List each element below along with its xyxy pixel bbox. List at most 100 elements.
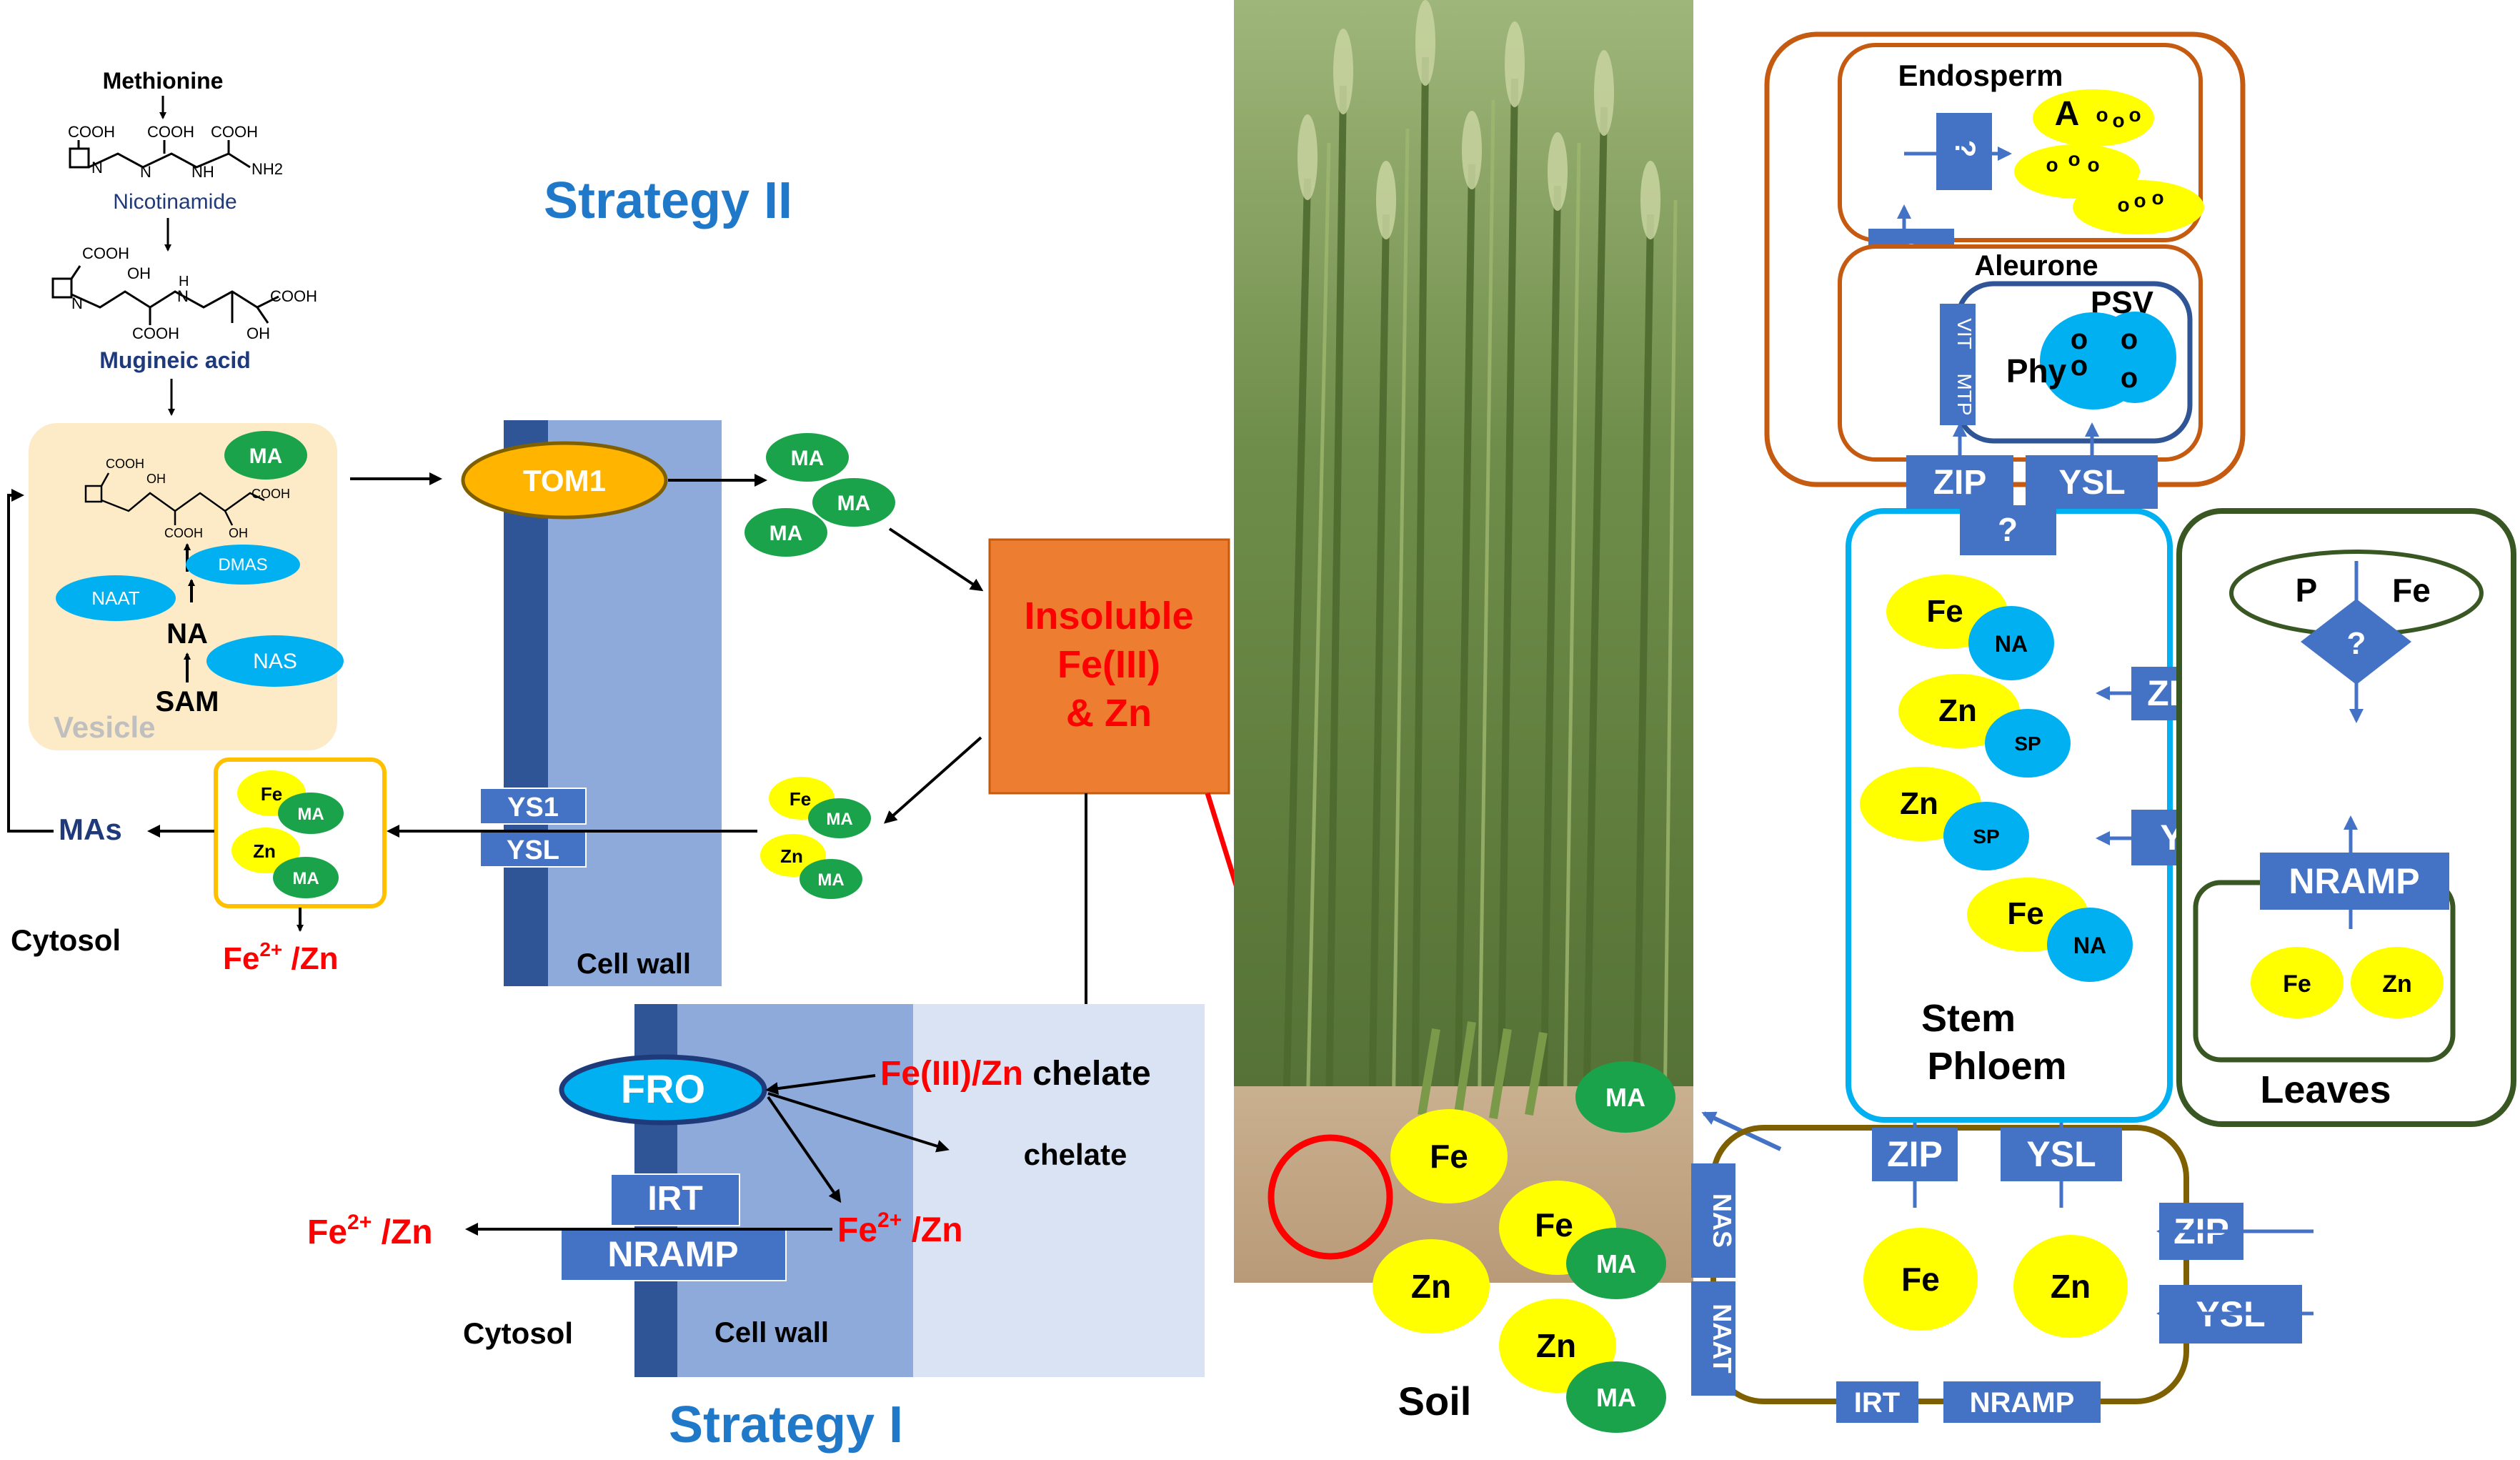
question-transporter-leaves[interactable]	[2301, 599, 2411, 685]
naat-label-root: NAAT	[1708, 1303, 1737, 1373]
vit-transporter[interactable]	[1940, 304, 1976, 364]
cytosol-label-s1: Cytosol	[463, 1316, 573, 1350]
zip-transporter-root[interactable]	[1872, 1128, 1958, 1181]
p-label: P	[2296, 572, 2318, 609]
fe-label: Fe	[1430, 1138, 1468, 1175]
oh-label: OH	[246, 324, 270, 342]
phytate-globoid	[2093, 312, 2176, 403]
ma-label: MA	[249, 445, 283, 468]
nramp-transporter-root[interactable]	[1943, 1381, 2101, 1423]
naat-enzyme-root[interactable]	[1691, 1281, 1735, 1396]
phy-label: Phy	[2006, 352, 2067, 389]
o-label: o	[2133, 189, 2146, 212]
o-label: o	[2071, 350, 2088, 382]
apoplast-s1	[913, 1004, 1205, 1377]
question-label-phloem: ?	[1998, 511, 2018, 548]
mas-label: MAs	[59, 813, 122, 846]
o-label: o	[2121, 324, 2138, 355]
zn-ion	[1373, 1239, 1490, 1334]
irt-label-root: IRT	[1854, 1387, 1900, 1419]
insoluble-line2: Fe(III)	[1057, 643, 1160, 686]
ma-molecule	[766, 433, 849, 482]
fro-label: FRO	[621, 1066, 705, 1111]
strategy-ii-title: Strategy II	[544, 172, 792, 229]
chelate-label-full: Fe(III)/Zn chelate	[880, 1055, 1151, 1093]
starch-granule	[2073, 180, 2204, 234]
na-label: NA	[1995, 631, 2028, 657]
zip-transporter-grain[interactable]	[1906, 455, 2013, 509]
ma-molecule	[1566, 1361, 1666, 1433]
insoluble-line1: Insoluble	[1024, 595, 1193, 637]
o-label: o	[2071, 324, 2088, 355]
o-label: o	[2087, 154, 2099, 176]
ma-label: MA	[791, 447, 825, 470]
arrow-insoluble-to-complex	[884, 736, 982, 824]
oh-label: OH	[146, 472, 166, 486]
vit-label: VIT	[1953, 318, 1976, 349]
nh2-label: NH2	[251, 160, 283, 178]
ma-molecule	[278, 793, 344, 834]
wheat-field-photo	[1234, 0, 1693, 1283]
ys1-label: YS1	[507, 793, 559, 823]
ma-label: MA	[817, 870, 844, 890]
fe-label: Fe	[790, 788, 811, 810]
ys1-transporter[interactable]	[479, 788, 587, 825]
strategy-i-title: Strategy I	[669, 1396, 903, 1454]
mtp-transporter[interactable]	[1940, 364, 1976, 425]
starch-granule	[2033, 89, 2154, 147]
zn-label: Zn	[253, 840, 276, 862]
question-transporter-phloem[interactable]	[1960, 505, 2056, 555]
cooh-label: COOH	[147, 123, 194, 141]
ma-label: MA	[837, 492, 871, 515]
ma-label: MA	[1596, 1249, 1636, 1278]
nramp-transporter-leaves[interactable]	[2260, 853, 2449, 910]
fe2-zn-label-s1-out: Fe2+ /Zn	[307, 1211, 433, 1251]
sam-label: SAM	[156, 686, 219, 717]
n-label: N	[71, 294, 83, 312]
irt-transporter[interactable]	[610, 1173, 740, 1226]
fe-ion	[1390, 1109, 1508, 1203]
nramp-label-leaves: NRAMP	[2289, 861, 2419, 901]
n-label: N	[177, 287, 189, 305]
phloem-label: Phloem	[1927, 1045, 2066, 1088]
oh-label: OH	[127, 264, 151, 282]
sp-label: SP	[2014, 733, 2041, 755]
soil-label: Soil	[1398, 1379, 1472, 1424]
arrow-mas-recycle	[7, 489, 54, 833]
mtp-label: MTP	[1953, 373, 1976, 415]
nicotinamide-label: Nicotinamide	[113, 190, 236, 214]
methionine-label: Methionine	[103, 68, 224, 94]
nas-enzyme-root[interactable]	[1691, 1163, 1735, 1278]
ysl-transporter[interactable]	[479, 830, 587, 868]
tom1-transporter[interactable]	[461, 441, 668, 520]
cooh-label: COOH	[82, 244, 129, 262]
irt-transporter-root[interactable]	[1836, 1381, 1918, 1423]
tom1-label: TOM1	[523, 464, 606, 497]
h-label: H	[179, 274, 189, 289]
cell-wall-label-s1: Cell wall	[714, 1317, 829, 1349]
cooh-label: COOH	[270, 287, 317, 305]
ma-label: MA	[826, 810, 852, 829]
mugineic-acid-label: Mugineic acid	[99, 347, 251, 373]
o-label: o	[2068, 148, 2080, 170]
ma-molecule	[273, 857, 339, 898]
stem-label: Stem	[1921, 997, 2016, 1040]
question-transporter-endosperm[interactable]	[1936, 113, 1992, 190]
insoluble-box	[988, 538, 1230, 795]
ma-molecule	[1575, 1061, 1675, 1133]
biosynthesis-pathway: Methionine COOH COOH COOH N N NH NH2 Nic…	[51, 68, 317, 416]
o-label: o	[2112, 109, 2124, 131]
sp-molecule	[1943, 802, 2029, 870]
nas-label: NAS	[253, 650, 297, 673]
question-label-endosperm: ?	[1949, 140, 1981, 157]
a-label: A	[2055, 95, 2080, 133]
ma-label: MA	[1596, 1383, 1636, 1412]
cooh-label: COOH	[68, 123, 115, 141]
ysl-transporter-grain[interactable]	[2026, 455, 2158, 509]
ysl-transporter-root[interactable]	[2001, 1128, 2122, 1181]
fro-enzyme[interactable]	[559, 1054, 767, 1126]
sp-label: SP	[1973, 825, 1999, 848]
nicotinamide-structure	[69, 140, 251, 169]
zn-label: Zn	[1411, 1268, 1451, 1305]
ma-label: MA	[770, 522, 803, 545]
